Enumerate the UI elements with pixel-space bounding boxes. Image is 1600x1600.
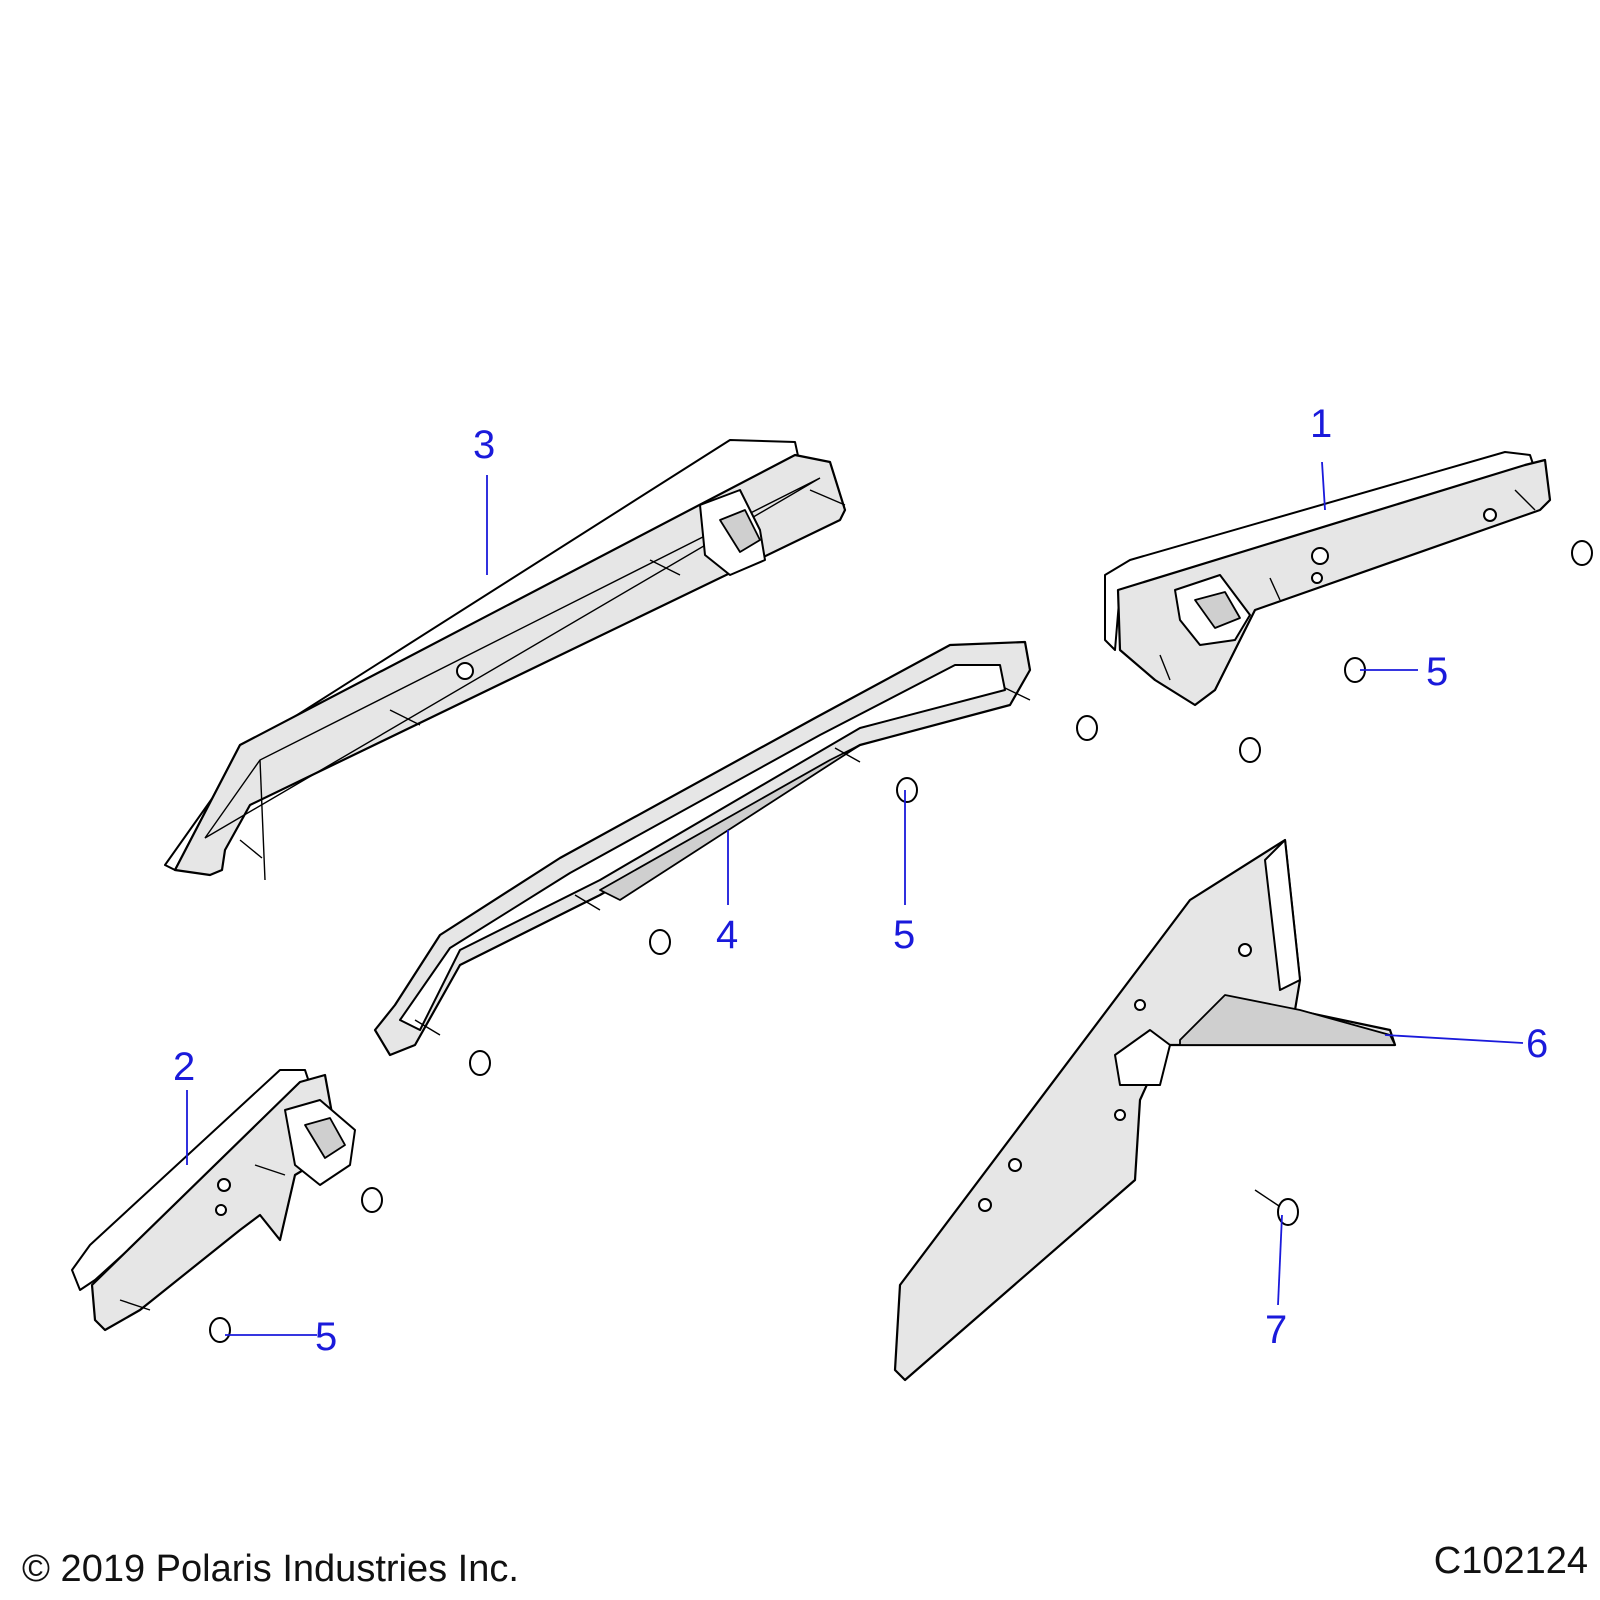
- part-3-tail-light: [164, 439, 847, 881]
- drawing-number: C102124: [1433, 1540, 1588, 1582]
- part-7-screw: [1254, 1189, 1299, 1226]
- callout-3: 3: [473, 423, 495, 467]
- callout-4: 4: [716, 913, 738, 957]
- callout-2: 2: [173, 1045, 195, 1089]
- copyright-text: © 2019 Polaris Industries Inc.: [22, 1548, 519, 1590]
- part-2-tail-light: [71, 1069, 356, 1332]
- part-1-tail-light: [1104, 451, 1552, 707]
- callout-6: 6: [1526, 1022, 1548, 1066]
- callout-5-left: 5: [315, 1315, 337, 1359]
- callout-5-center: 5: [893, 913, 915, 957]
- part-4-gasket: [373, 640, 1032, 1057]
- callout-5-right: 5: [1426, 650, 1448, 694]
- part-6-bracket: [893, 838, 1397, 1382]
- callout-1: 1: [1310, 402, 1332, 446]
- leader-lines: [186, 461, 1524, 1336]
- part-5-nuts: [209, 540, 1593, 1343]
- callout-7: 7: [1265, 1308, 1287, 1352]
